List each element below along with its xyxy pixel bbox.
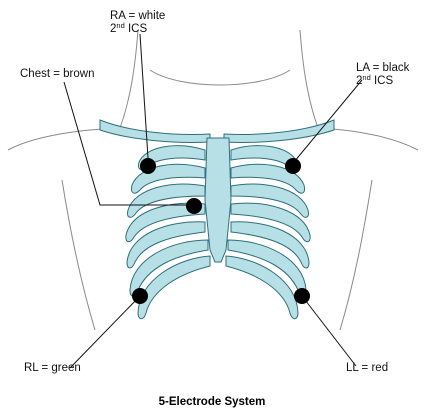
la-electrode	[285, 158, 301, 174]
ra-label-position: 2nd ICS	[110, 23, 165, 36]
rl-electrode	[132, 288, 148, 304]
la-leader-line	[294, 80, 362, 162]
chest-label: Chest = brown	[20, 68, 94, 81]
la-label: LA = black 2nd ICS	[356, 62, 409, 88]
ra-ics-suffix: nd	[116, 21, 124, 30]
la-ics-text: ICS	[371, 75, 393, 87]
la-label-position: 2nd ICS	[356, 75, 409, 88]
ra-label: RA = white 2nd ICS	[110, 10, 165, 36]
ll-electrode	[294, 288, 310, 304]
ll-label: LL = red	[346, 362, 388, 375]
chest-electrode	[186, 198, 202, 214]
la-ics-suffix: nd	[362, 73, 370, 82]
ll-leader-line	[302, 296, 356, 366]
ra-electrode	[140, 158, 156, 174]
rl-leader-line	[70, 296, 140, 368]
diagram-caption: 5-Electrode System	[0, 396, 424, 408]
ra-ics-text: ICS	[125, 23, 147, 35]
rl-label: RL = green	[24, 362, 81, 375]
